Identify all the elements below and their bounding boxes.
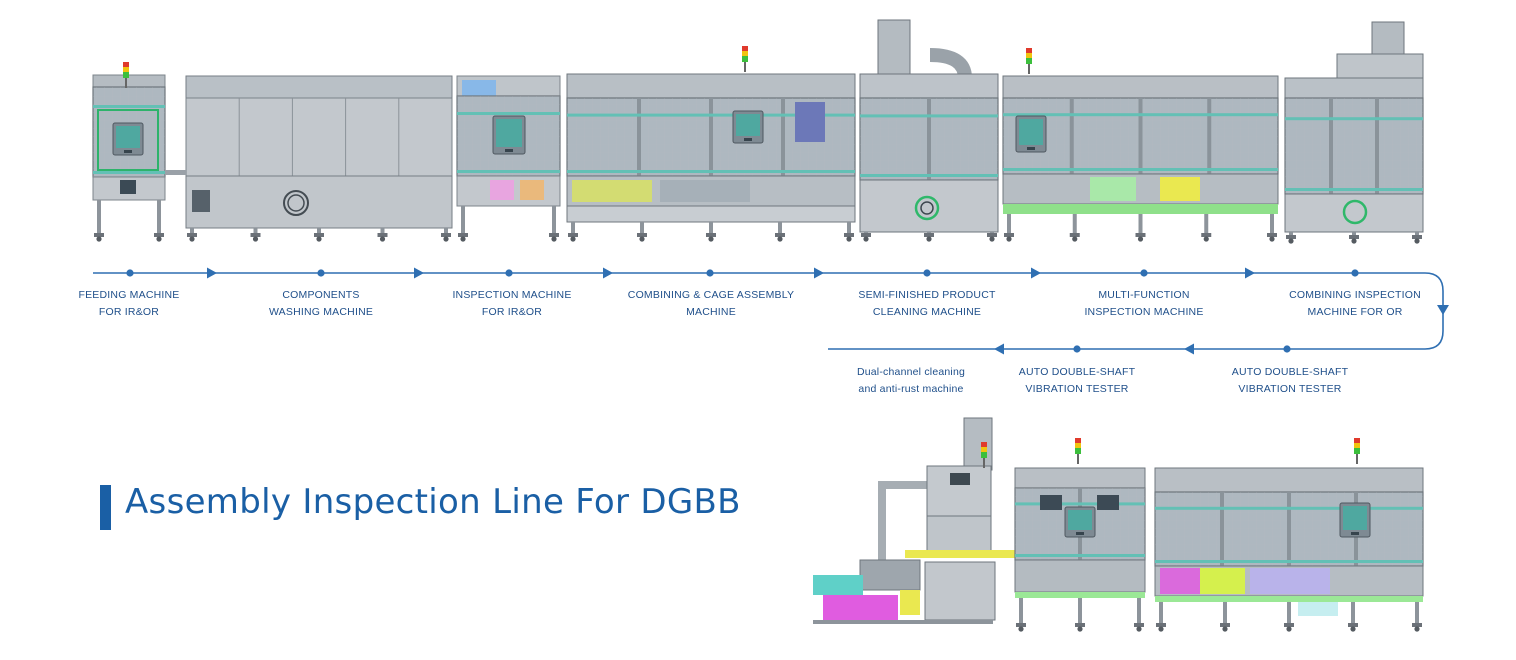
feeding-machine-illustration (92, 62, 166, 242)
station-dot (1073, 345, 1081, 353)
flow-arrow (414, 267, 424, 279)
station-label: COMPONENTS WASHING MACHINE (268, 289, 374, 318)
cage-assembly-machine-illustration (566, 46, 856, 242)
washing-machine-illustration (165, 75, 453, 242)
station-label: COMBINING & CAGE ASSEMBLY MACHINE (627, 289, 795, 318)
station-label: COMBINING INSPECTION MACHINE FOR OR (1289, 289, 1421, 318)
bottom-machine-row (813, 417, 1424, 632)
flow-arrow (994, 343, 1004, 355)
station-dot (1351, 269, 1359, 277)
flow-arrow (603, 267, 613, 279)
vibration-tester-2-illustration (1154, 438, 1424, 632)
flow-arrow (1184, 343, 1194, 355)
title-accent-bar (100, 485, 111, 530)
station-dot (1283, 345, 1291, 353)
top-machine-row (92, 19, 1424, 244)
process-flow (93, 267, 1449, 355)
multi-function-machine-illustration (1002, 48, 1279, 242)
station-label: AUTO DOUBLE-SHAFT VIBRATION TESTER (1231, 366, 1349, 395)
flow-arrow (207, 267, 217, 279)
station-label: AUTO DOUBLE-SHAFT VIBRATION TESTER (1018, 366, 1136, 395)
combining-inspection-machine-illustration (1284, 21, 1424, 244)
station-dot (923, 269, 931, 277)
station-label: SEMI-FINISHED PRODUCT CLEANING MACHINE (858, 289, 996, 318)
anti-rust-machine-illustration (813, 417, 1015, 624)
station-dot (505, 269, 513, 277)
station-label: MULTI-FUNCTION INSPECTION MACHINE (1084, 289, 1204, 318)
flow-arrow (814, 267, 824, 279)
flow-arrow (1437, 305, 1449, 315)
cleaning-machine-illustration (859, 19, 999, 242)
station-dot (706, 269, 714, 277)
flow-arrow (1245, 267, 1255, 279)
station-dot (1140, 269, 1148, 277)
station-label: INSPECTION MACHINE FOR IR&OR (452, 289, 572, 318)
flow-arrow (1031, 267, 1041, 279)
station-dot (126, 269, 134, 277)
station-label: FEEDING MACHINE FOR IR&OR (78, 289, 180, 318)
page-title: Assembly Inspection Line For DGBB (125, 482, 741, 522)
station-label: Dual-channel cleaning and anti-rust mach… (856, 366, 966, 395)
station-dot (317, 269, 325, 277)
vibration-tester-1-illustration (1014, 438, 1146, 632)
inspection-machine-illustration (456, 75, 561, 242)
